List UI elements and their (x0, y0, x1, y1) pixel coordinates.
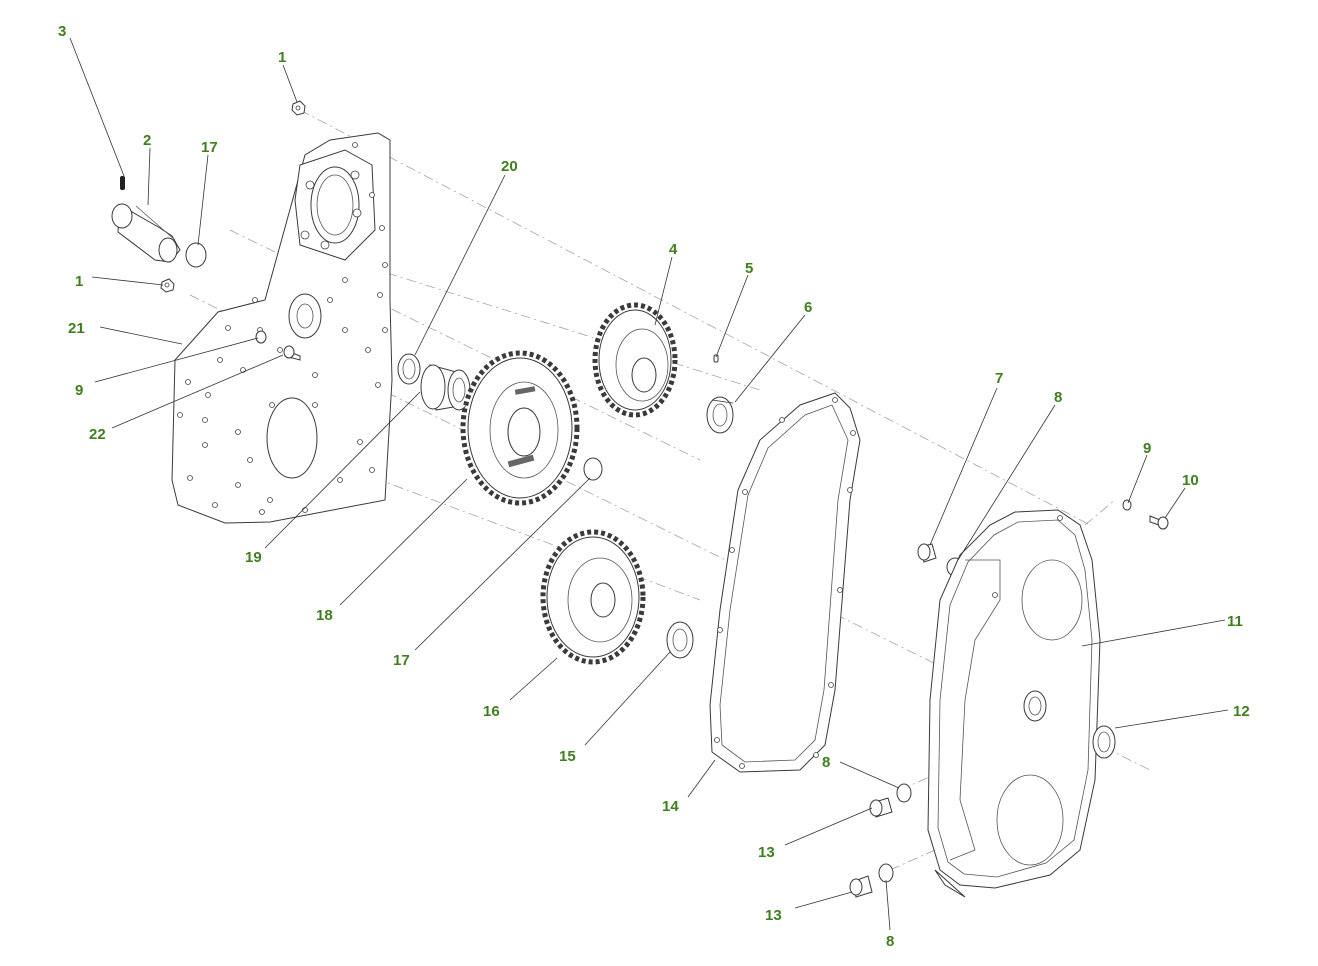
callout-1: 1 (278, 49, 286, 66)
roll-pin-3 (120, 176, 125, 190)
seal-12 (1092, 725, 1116, 759)
collar-15 (666, 621, 694, 659)
callout-8: 8 (822, 754, 830, 771)
collar-6 (706, 396, 734, 434)
nut-1-top (291, 100, 306, 116)
gasket-14 (709, 392, 861, 773)
callout-8: 8 (1054, 389, 1062, 406)
callout-11: 11 (1227, 613, 1243, 630)
plug-13-top (869, 797, 893, 818)
o-ring-17-top (185, 242, 207, 268)
o-ring-17-mid (583, 457, 603, 481)
cover-11 (927, 509, 1101, 898)
spacer-20 (397, 353, 421, 385)
callout-7: 7 (995, 370, 1003, 387)
callout-19: 19 (245, 549, 262, 566)
washer-9-right (1122, 499, 1132, 511)
callout-13: 13 (765, 907, 782, 924)
nut-1-left (160, 278, 175, 293)
leader-lines (69, 37, 1229, 931)
callout-9: 9 (1143, 440, 1151, 457)
callout-6: 6 (804, 299, 812, 316)
callout-10: 10 (1182, 472, 1199, 489)
callout-21: 21 (68, 320, 85, 337)
callout-3: 3 (58, 23, 66, 40)
gear-4 (592, 302, 678, 418)
callouts: 3 1 2 17 20 1 21 9 22 4 5 6 7 8 9 10 19 … (58, 23, 1250, 950)
callout-5: 5 (745, 260, 753, 277)
bolt-22 (283, 345, 301, 361)
callout-17: 17 (201, 139, 218, 156)
plate-holes (177, 142, 388, 515)
bolt-10 (1149, 515, 1169, 530)
callout-14: 14 (662, 798, 679, 815)
callout-4: 4 (669, 241, 678, 258)
callout-13: 13 (758, 844, 775, 861)
callout-9: 9 (75, 382, 83, 399)
washer-8-bottom (878, 863, 894, 883)
callout-18: 18 (316, 607, 333, 624)
gear-18 (460, 350, 580, 506)
callout-22: 22 (89, 426, 106, 443)
callout-12: 12 (1233, 703, 1250, 720)
pin-5 (713, 354, 719, 363)
callout-16: 16 (483, 703, 500, 720)
callout-15: 15 (559, 748, 576, 765)
center-lines (189, 109, 1151, 871)
plug-7 (917, 543, 937, 563)
bearing-19 (420, 364, 471, 411)
washer-8-mid (896, 783, 912, 803)
callout-2: 2 (143, 132, 151, 149)
callout-8: 8 (886, 933, 894, 950)
washer-9-left (255, 330, 267, 344)
plate-21 (171, 132, 393, 524)
callout-17: 17 (393, 652, 410, 669)
callout-20: 20 (501, 158, 518, 175)
shaft-2 (111, 203, 181, 263)
gear-16 (540, 529, 646, 665)
plug-13-bottom (849, 875, 873, 898)
callout-1: 1 (75, 273, 83, 290)
